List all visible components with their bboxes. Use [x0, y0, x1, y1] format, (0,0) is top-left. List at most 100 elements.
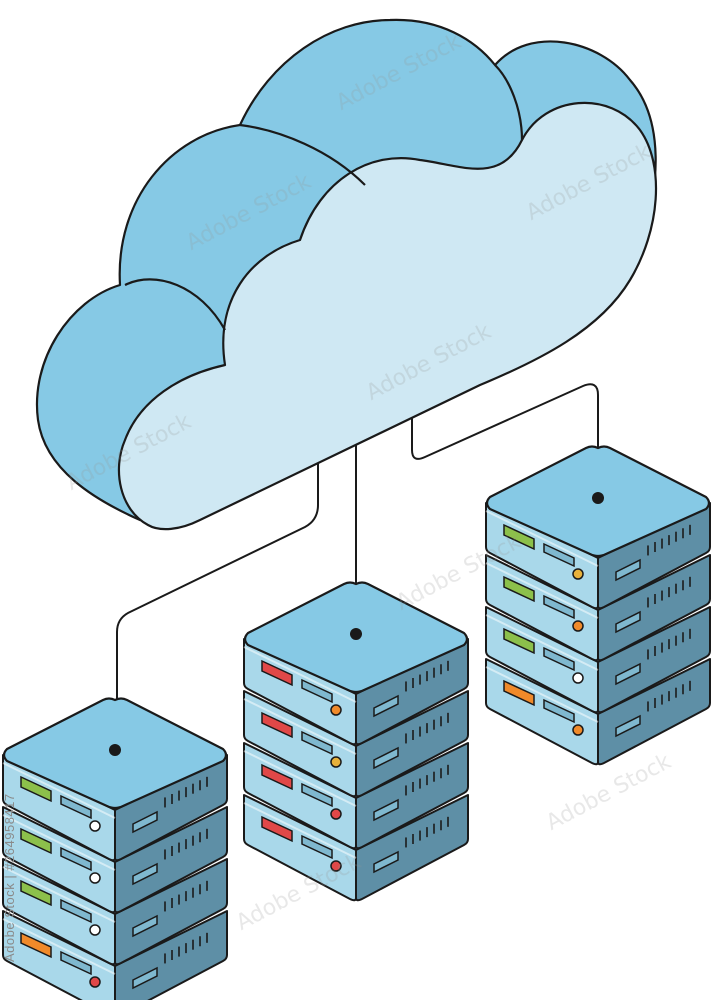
drive-slot	[543, 594, 575, 620]
server-edge	[2, 762, 116, 819]
connector-left	[116, 448, 319, 745]
server-face-right	[597, 606, 711, 714]
vent-grille	[405, 660, 449, 692]
vent-grille	[405, 764, 449, 796]
server-unit	[2, 806, 228, 914]
drive-slot	[60, 898, 92, 924]
server-racks	[2, 445, 711, 1000]
vent-grille	[164, 776, 208, 808]
status-bar-red	[261, 763, 293, 791]
server-face-right	[597, 554, 711, 662]
drive-slot	[543, 542, 575, 568]
status-dot-outline	[572, 672, 584, 684]
drive-slot	[301, 730, 333, 756]
drive-slot	[615, 662, 641, 686]
server-edge	[243, 802, 357, 859]
drive-slot	[615, 610, 641, 634]
status-dot-orange	[330, 704, 342, 716]
server-unit	[485, 554, 711, 662]
status-dot-yellow	[572, 568, 584, 580]
status-dot-outline	[89, 924, 101, 936]
server-unit	[485, 606, 711, 714]
server-edge	[243, 750, 357, 807]
status-bar-green	[20, 879, 52, 907]
server-face-right	[355, 794, 469, 902]
connector-node	[350, 628, 362, 640]
drive-slot	[373, 746, 399, 770]
cloud-icon	[35, 18, 658, 531]
server-edge	[243, 698, 357, 755]
connector-right	[411, 383, 599, 492]
server-face-right	[355, 638, 469, 746]
status-dot-red	[89, 976, 101, 988]
status-bar-green	[20, 827, 52, 855]
connector-node	[109, 744, 121, 756]
server-face-right	[114, 858, 228, 966]
drive-slot	[373, 694, 399, 718]
drive-slot	[60, 794, 92, 820]
server-edge	[485, 666, 599, 723]
server-edge	[485, 562, 599, 619]
server-face-right	[355, 742, 469, 850]
server-unit	[485, 658, 711, 766]
server-unit	[2, 754, 228, 862]
server-rack-left	[2, 697, 228, 1000]
drive-slot	[301, 678, 333, 704]
status-dot-red	[330, 860, 342, 872]
drive-slot	[301, 782, 333, 808]
server-edge	[2, 918, 116, 975]
drive-slot	[132, 914, 158, 938]
vent-grille	[164, 932, 208, 964]
vent-grille	[647, 524, 691, 556]
server-unit	[243, 638, 469, 746]
status-bar-red	[261, 711, 293, 739]
status-bar-green	[503, 627, 535, 655]
drive-slot	[132, 810, 158, 834]
status-bar-orange	[503, 679, 535, 707]
vent-grille	[647, 576, 691, 608]
vent-grille	[164, 828, 208, 860]
server-unit	[243, 794, 469, 902]
drive-slot	[615, 714, 641, 738]
connector-node	[592, 492, 604, 504]
server-unit	[243, 690, 469, 798]
status-dot-orange	[572, 724, 584, 736]
status-dot-yellow	[330, 756, 342, 768]
server-face-right	[597, 658, 711, 766]
drive-slot	[543, 646, 575, 672]
drive-slot	[615, 558, 641, 582]
drive-slot	[373, 850, 399, 874]
server-unit	[2, 910, 228, 1000]
status-bar-green	[503, 575, 535, 603]
server-unit	[243, 742, 469, 850]
server-face-right	[597, 502, 711, 610]
server-rack-right	[485, 445, 711, 766]
vent-grille	[647, 680, 691, 712]
drive-slot	[132, 862, 158, 886]
status-dot-outline	[89, 872, 101, 884]
server-face-right	[114, 754, 228, 862]
status-dot-orange	[572, 620, 584, 632]
drive-slot	[301, 834, 333, 860]
server-edge	[243, 646, 357, 703]
server-face-right	[355, 690, 469, 798]
drive-slot	[60, 846, 92, 872]
status-bar-red	[261, 815, 293, 843]
status-bar-red	[261, 659, 293, 687]
server-rack-middle	[243, 581, 469, 902]
vent-grille	[405, 816, 449, 848]
server-face-right	[114, 806, 228, 914]
server-edge	[485, 510, 599, 567]
status-bar-green	[20, 775, 52, 803]
drive-slot	[132, 966, 158, 990]
drive-slot	[60, 950, 92, 976]
status-dot-outline	[89, 820, 101, 832]
vent-grille	[647, 628, 691, 660]
vent-grille	[405, 712, 449, 744]
drive-slot	[543, 698, 575, 724]
vent-grille	[164, 880, 208, 912]
server-edge	[2, 814, 116, 871]
cloud-front	[117, 101, 658, 531]
status-dot-red	[330, 808, 342, 820]
